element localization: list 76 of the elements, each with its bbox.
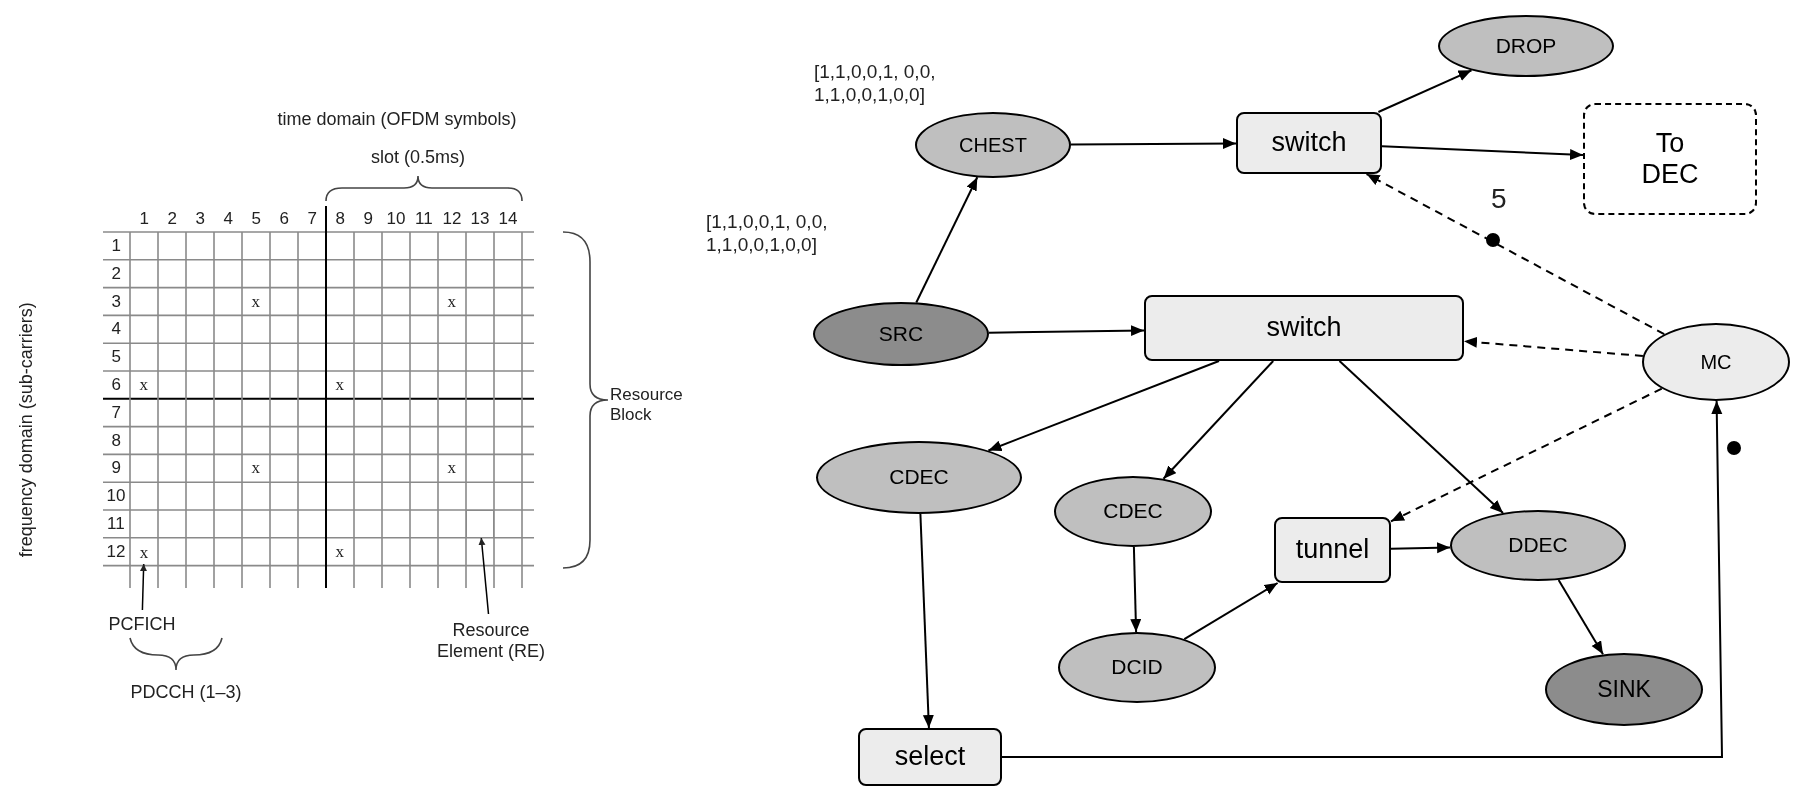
row-number: 5 xyxy=(111,347,121,368)
brace-label: Resource Block xyxy=(610,384,684,426)
leader-label: Resource Element (RE) xyxy=(425,614,557,668)
row-number: 9 xyxy=(111,458,121,479)
column-number: 13 xyxy=(470,209,490,230)
dashed-arrow xyxy=(1390,387,1663,523)
x-mark: x xyxy=(251,291,260,312)
output-box: To DEC xyxy=(1583,103,1757,215)
arrow xyxy=(987,360,1220,452)
arrow xyxy=(1183,582,1279,641)
process-ellipse: CDEC xyxy=(1054,476,1212,547)
leader-line xyxy=(478,537,490,615)
dashed-arrow xyxy=(1365,173,1666,336)
row-number: 7 xyxy=(111,402,121,424)
axis-title: frequency domain (sub-carriers) xyxy=(15,302,37,558)
column-number: 7 xyxy=(307,209,317,230)
switch-box: switch xyxy=(1236,112,1382,174)
bit-vector-label: [1,1,0,0,1, 0,0, 1,1,0,0,1,0,0] xyxy=(814,61,937,107)
arrow xyxy=(1130,546,1142,633)
grid-cell xyxy=(466,510,494,538)
x-mark: x xyxy=(447,458,456,479)
brace-label: slot (0.5ms) xyxy=(371,147,466,169)
x-mark: x xyxy=(139,374,148,396)
row-number: 11 xyxy=(107,513,125,535)
process-ellipse: DDEC xyxy=(1450,510,1626,581)
arrow xyxy=(1381,145,1584,160)
row-number: 1 xyxy=(111,235,121,257)
dashed-arrow xyxy=(1463,336,1644,357)
control-ellipse: MC xyxy=(1642,323,1790,401)
axis-title: time domain (OFDM symbols) xyxy=(277,109,517,131)
arrow xyxy=(1390,542,1452,554)
brace-label: PDCCH (1–3) xyxy=(130,682,242,704)
switch-box: switch xyxy=(1144,295,1464,361)
sink-ellipse: SINK xyxy=(1545,653,1703,726)
column-number: 11 xyxy=(415,209,433,230)
column-number: 8 xyxy=(335,209,345,230)
x-mark: x xyxy=(335,541,344,563)
process-ellipse: DROP xyxy=(1438,15,1614,77)
column-number: 10 xyxy=(386,209,406,230)
process-ellipse: CDEC xyxy=(816,441,1022,514)
process-ellipse: DCID xyxy=(1058,632,1216,703)
column-number: 9 xyxy=(363,209,373,230)
row-number: 12 xyxy=(106,541,126,563)
arrow xyxy=(1557,579,1604,656)
arrow xyxy=(1001,400,1723,758)
row-number: 10 xyxy=(106,486,126,507)
row-number: 6 xyxy=(111,374,121,396)
row-number: 4 xyxy=(111,319,121,340)
x-mark: x xyxy=(335,374,344,396)
arrow xyxy=(919,513,934,729)
edge-number: 5 xyxy=(1491,182,1507,216)
column-number: 4 xyxy=(223,209,233,230)
process-ellipse: CHEST xyxy=(915,112,1071,178)
select-box: select xyxy=(858,728,1002,786)
leader-line xyxy=(140,563,147,611)
arrow xyxy=(1070,138,1237,150)
column-number: 5 xyxy=(251,209,261,230)
x-mark: x xyxy=(136,542,152,564)
column-number: 2 xyxy=(167,209,177,230)
leader-label: PCFICH xyxy=(92,610,192,638)
row-number: 3 xyxy=(111,291,121,312)
source-ellipse: SRC xyxy=(813,302,989,366)
arrow xyxy=(987,325,1145,337)
arrow xyxy=(915,176,979,304)
column-number: 6 xyxy=(279,209,289,230)
x-mark: x xyxy=(447,291,456,312)
tunnel-box: tunnel xyxy=(1274,517,1391,583)
bit-vector-label: [1,1,0,0,1, 0,0, 1,1,0,0,1,0,0] xyxy=(706,211,829,257)
x-mark: x xyxy=(251,458,260,479)
column-number: 12 xyxy=(442,209,462,230)
column-number: 14 xyxy=(498,209,518,230)
column-number: 1 xyxy=(139,209,149,230)
row-number: 2 xyxy=(111,263,121,285)
row-number: 8 xyxy=(111,430,121,451)
column-number: 3 xyxy=(195,209,205,230)
arrow xyxy=(1377,69,1473,113)
